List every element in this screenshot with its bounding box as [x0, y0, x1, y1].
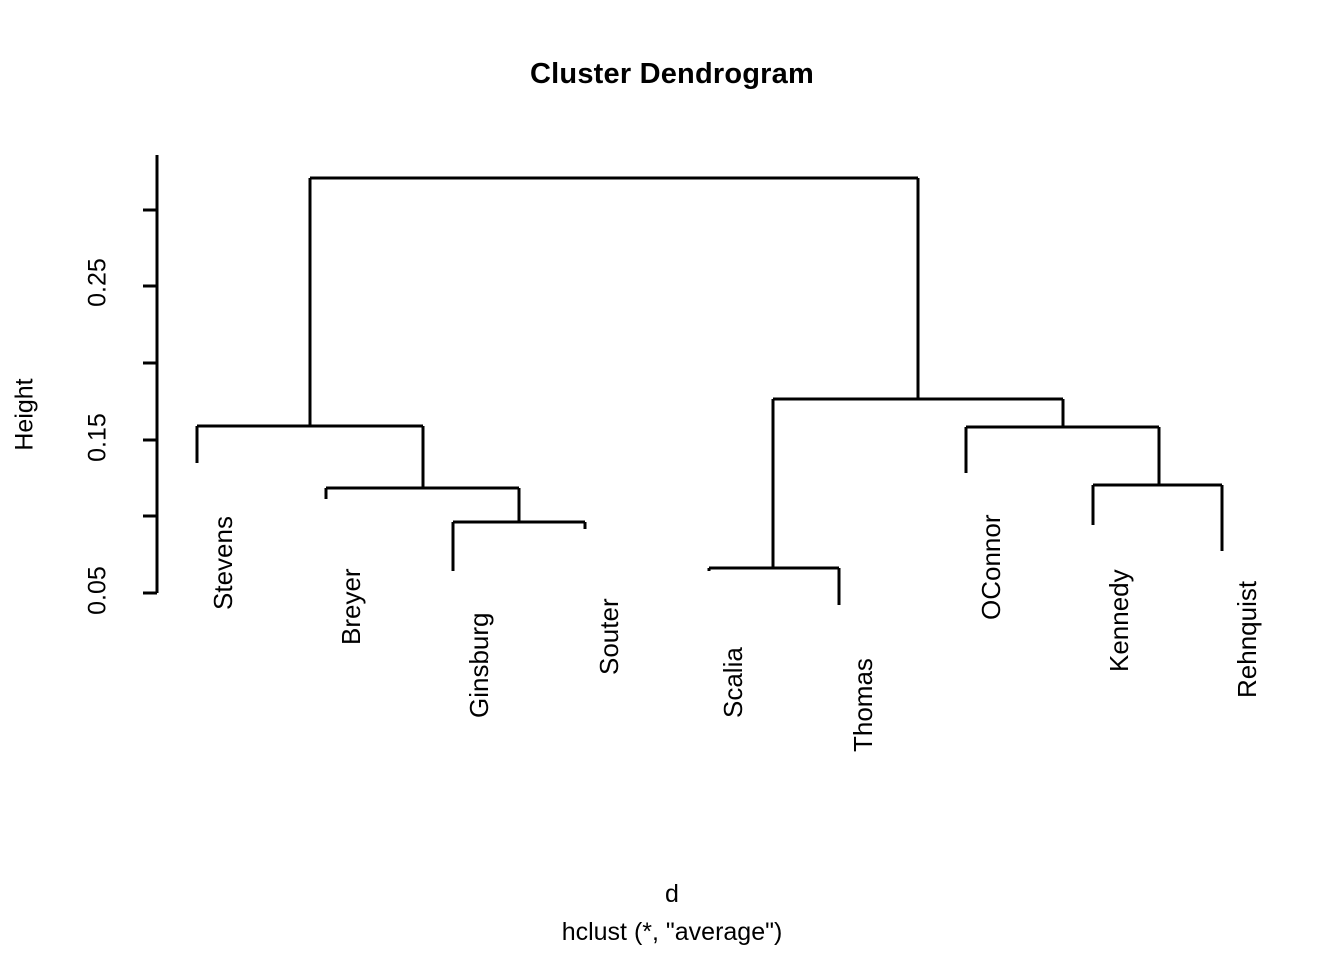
- page-title: Cluster Dendrogram: [530, 58, 814, 90]
- y-axis: [143, 155, 159, 595]
- x-axis-subtitle: hclust (*, "average"): [561, 918, 783, 946]
- x-axis-label: d: [665, 880, 679, 908]
- dendrogram-tree: [195, 176, 1224, 605]
